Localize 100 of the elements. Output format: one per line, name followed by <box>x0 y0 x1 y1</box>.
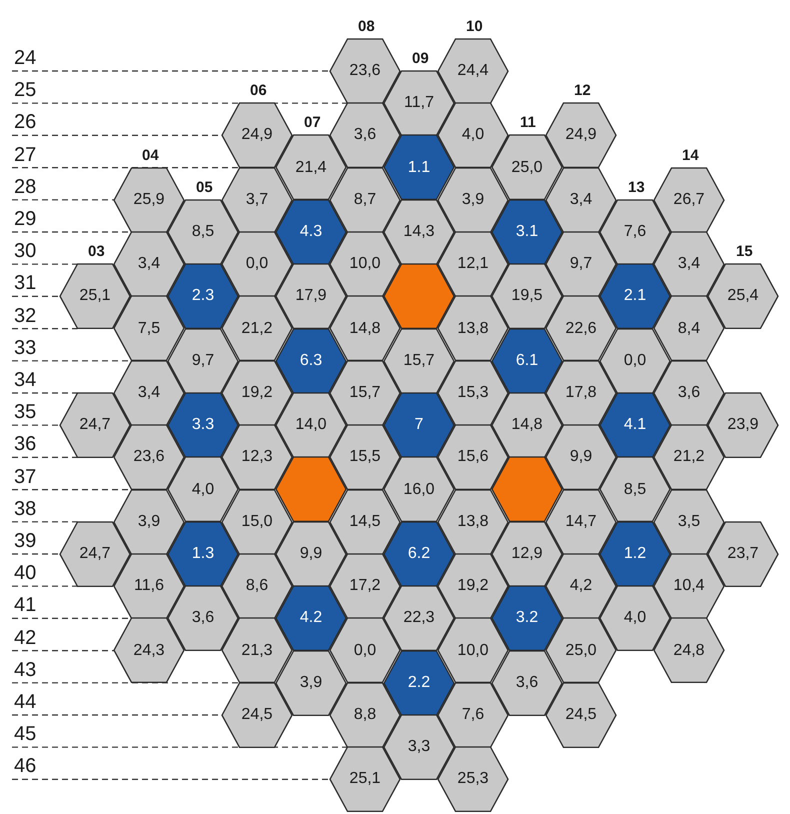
value-text: 3,9 <box>138 514 160 530</box>
row-number: 36 <box>14 434 36 454</box>
value-text: 16,0 <box>403 482 435 498</box>
value-text: 14,7 <box>565 514 597 530</box>
value-text: 2.2 <box>408 674 430 691</box>
value-text: 3,6 <box>192 610 214 626</box>
value-text: 23,9 <box>727 417 759 434</box>
value-text: 24,5 <box>565 706 597 723</box>
value-text: 3.2 <box>516 610 538 626</box>
value-text: 7,6 <box>462 706 484 723</box>
value-text: 22,3 <box>403 610 435 626</box>
value-text: 24,3 <box>133 642 165 659</box>
value-text: 3,6 <box>516 674 538 691</box>
value-text: 14,8 <box>511 417 543 434</box>
value-text: 14,8 <box>349 320 381 337</box>
value-text: 15,7 <box>403 352 435 369</box>
row-number: 31 <box>14 273 36 294</box>
value-text: 8,5 <box>624 482 646 498</box>
value-text: 8,5 <box>192 224 214 240</box>
row-number: 37 <box>14 466 36 487</box>
guide-line <box>12 296 60 297</box>
column-number: 04 <box>142 148 159 163</box>
value-text: 4,0 <box>192 482 214 498</box>
guide-line <box>12 264 78 265</box>
value-text: 6.2 <box>408 546 430 562</box>
row-number: 35 <box>14 402 36 422</box>
guide-line <box>12 586 78 587</box>
value-text: 4,0 <box>462 127 484 144</box>
value-text: 11,6 <box>134 578 164 594</box>
guide-line <box>12 521 78 522</box>
row-number: 28 <box>14 176 36 197</box>
value-text: 9,9 <box>300 546 322 562</box>
value-text: 24,8 <box>673 642 705 659</box>
row-number: 33 <box>14 338 36 358</box>
value-text: 3.3 <box>192 417 214 434</box>
value-text: 7 <box>414 417 424 434</box>
guide-line <box>12 70 330 72</box>
guide-line <box>12 167 240 168</box>
value-text: 3,6 <box>354 127 376 144</box>
value-text: 6.3 <box>300 352 322 369</box>
value-text: 17,9 <box>295 288 327 304</box>
value-text: 3,5 <box>678 514 700 530</box>
value-text: 15,3 <box>457 384 489 401</box>
value-text: 2.1 <box>624 288 646 304</box>
value-text: 24,9 <box>565 127 597 144</box>
value-text: 25,4 <box>727 288 759 304</box>
value-text: 8,4 <box>678 320 700 337</box>
value-text: 3,9 <box>300 674 322 691</box>
value-text: 4,2 <box>570 578 592 594</box>
guide-line <box>12 392 78 394</box>
value-text: 25,9 <box>133 192 165 208</box>
column-number: 07 <box>304 115 321 130</box>
row-number: 41 <box>14 595 36 616</box>
row-number: 43 <box>14 660 36 680</box>
value-text: 1.3 <box>192 546 214 562</box>
value-text: 19,5 <box>511 288 543 304</box>
value-text: 2.3 <box>192 288 214 304</box>
value-text: 3,7 <box>246 192 268 208</box>
value-text: 7,6 <box>624 224 646 240</box>
value-text: 23,6 <box>349 62 381 79</box>
value-text: 14,5 <box>349 514 381 530</box>
value-text: 19,2 <box>241 384 273 401</box>
guide-line <box>12 456 78 458</box>
value-text: 4.1 <box>624 417 646 434</box>
column-number: 15 <box>736 244 753 260</box>
guide-line <box>12 746 348 748</box>
row-number: 26 <box>14 112 36 132</box>
row-number: 38 <box>14 498 36 519</box>
value-text: 24,4 <box>457 62 489 79</box>
row-number: 30 <box>14 241 36 262</box>
row-number: 24 <box>14 48 36 68</box>
value-text: 10,4 <box>673 578 705 594</box>
column-number: 08 <box>358 18 375 34</box>
row-number: 32 <box>14 306 36 326</box>
value-text: 1.2 <box>624 546 646 562</box>
value-text: 3,4 <box>678 256 700 272</box>
guide-line <box>12 199 114 200</box>
value-text: 3,3 <box>408 739 430 756</box>
value-text: 10,0 <box>457 642 489 659</box>
value-text: 21,2 <box>241 320 273 337</box>
value-text: 23,6 <box>133 449 165 466</box>
column-number: 11 <box>520 115 536 130</box>
value-text: 26,7 <box>673 192 705 208</box>
value-text: 11,7 <box>404 95 434 112</box>
row-number: 46 <box>14 756 36 776</box>
value-text: 24,7 <box>79 546 111 562</box>
row-number: 34 <box>14 370 36 390</box>
value-text: 8,7 <box>354 192 376 208</box>
row-number: 40 <box>14 563 36 584</box>
value-text: 0,0 <box>246 256 268 272</box>
value-text: 8,6 <box>246 578 268 594</box>
value-text: 25,3 <box>457 771 489 788</box>
column-number: 12 <box>574 83 591 98</box>
value-text: 10,0 <box>349 256 381 272</box>
value-text: 21,2 <box>673 449 705 466</box>
value-text: 0,0 <box>624 352 646 369</box>
value-text: 1.1 <box>408 160 430 176</box>
value-text: 14,0 <box>295 417 327 434</box>
value-text: 13,8 <box>457 320 489 337</box>
column-number: 09 <box>412 51 429 66</box>
